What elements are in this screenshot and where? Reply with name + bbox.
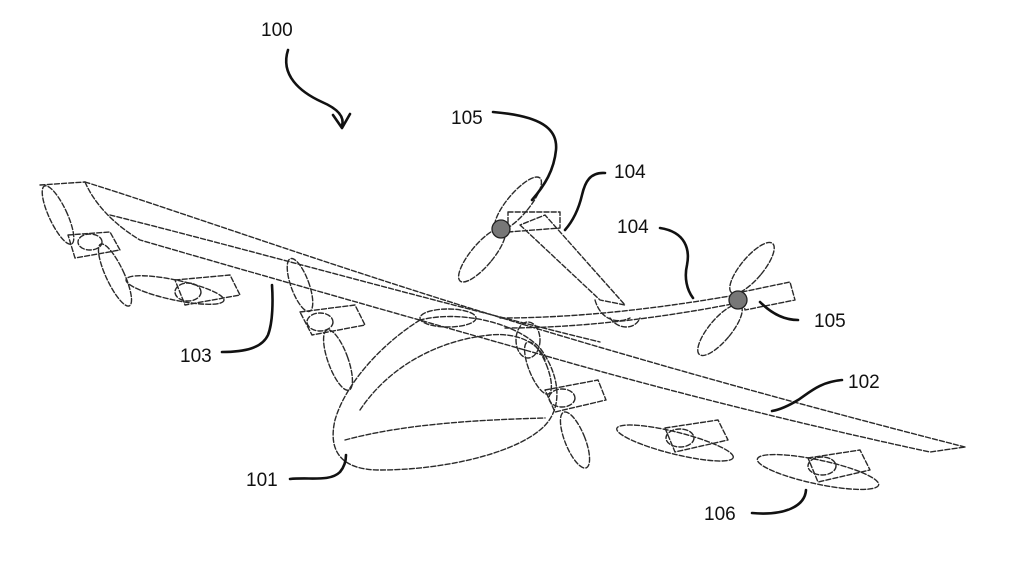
label-fuselage: 101 bbox=[246, 470, 278, 491]
leader-104-lower bbox=[658, 226, 695, 300]
leader-101 bbox=[288, 453, 348, 481]
label-tail-boom-upper: 104 bbox=[614, 162, 646, 183]
wing-rotor-7 bbox=[756, 449, 880, 491]
tail-boom-upper bbox=[519, 214, 631, 322]
leader-105-right bbox=[758, 300, 800, 322]
fuselage bbox=[332, 315, 558, 471]
label-left-wing: 103 bbox=[180, 346, 212, 367]
wing-rotor-3 bbox=[286, 257, 366, 391]
label-aircraft: 100 bbox=[261, 20, 293, 41]
reference-labels: 100 105 104 104 105 103 102 101 106 bbox=[180, 20, 880, 525]
wing-rotor-6 bbox=[616, 419, 734, 462]
main-wing bbox=[39, 181, 966, 453]
wing-rotor-5 bbox=[523, 341, 607, 469]
tail-rotor-upper bbox=[457, 176, 561, 283]
leader-lines bbox=[220, 48, 844, 515]
wing-rotor-2 bbox=[125, 274, 241, 306]
tail-rotor-right-hub-icon bbox=[728, 290, 748, 310]
label-tail-rotor-upper: 105 bbox=[451, 108, 483, 129]
label-tail-boom-lower: 104 bbox=[617, 217, 649, 238]
leader-103 bbox=[220, 283, 274, 354]
label-tail-rotor-right: 105 bbox=[814, 311, 846, 332]
label-wing-rotor: 106 bbox=[704, 504, 736, 525]
tail-rotor-right bbox=[697, 241, 796, 357]
leader-100-arrow bbox=[285, 48, 344, 128]
leader-105-upper bbox=[491, 110, 558, 202]
wing-rotor-4 bbox=[419, 308, 541, 359]
label-right-wing: 102 bbox=[848, 372, 880, 393]
leader-106 bbox=[750, 488, 808, 515]
tail-boom-lower bbox=[499, 295, 733, 329]
leader-102 bbox=[770, 378, 844, 413]
wing-rotor-1 bbox=[41, 185, 133, 307]
tail-rotor-upper-hub-icon bbox=[491, 219, 511, 239]
arrowhead-icon bbox=[331, 112, 352, 130]
leader-104-upper bbox=[563, 171, 607, 232]
